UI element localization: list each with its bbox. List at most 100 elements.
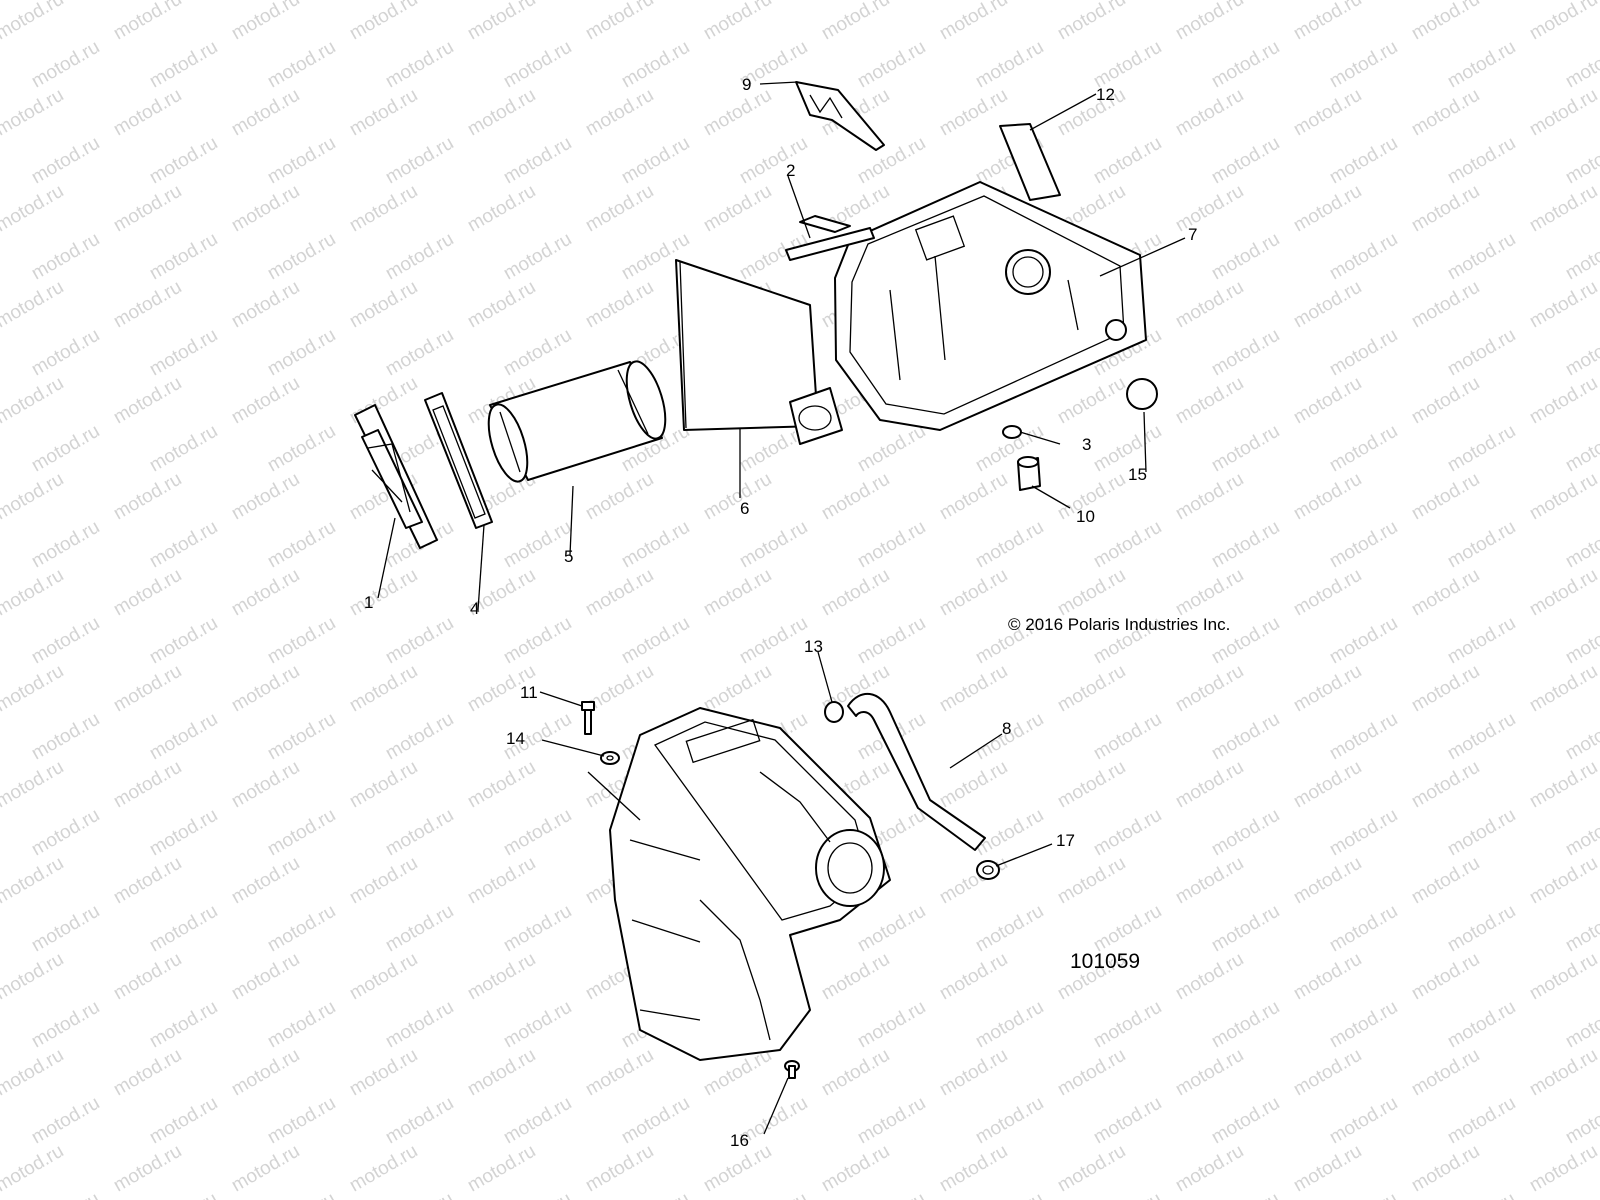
watermark-text: motod.ru xyxy=(346,661,421,717)
watermark-text: motod.ru xyxy=(464,853,539,909)
watermark-text: motod.ru xyxy=(264,997,339,1053)
watermark-text: motod.ru xyxy=(0,469,67,525)
watermark-text: motod.ru xyxy=(464,85,539,141)
watermark-text: motod.ru xyxy=(618,613,693,669)
watermark-text: motod.ru xyxy=(972,1093,1047,1149)
watermark-text: motod.ru xyxy=(854,1093,929,1149)
watermark-text: motod.ru xyxy=(228,373,303,429)
watermark-text: motod.ru xyxy=(936,853,1011,909)
watermark-text: motod.ru xyxy=(500,1189,575,1200)
part-12-foam-strip xyxy=(999,123,1061,201)
watermark-text: motod.ru xyxy=(0,853,67,909)
watermark-text: motod.ru xyxy=(1444,517,1519,573)
watermark-text: motod.ru xyxy=(264,133,339,189)
watermark-text: motod.ru xyxy=(936,1045,1011,1101)
watermark-text: motod.ru xyxy=(28,1093,103,1149)
watermark-text: motod.ru xyxy=(464,1141,539,1197)
watermark-text: motod.ru xyxy=(346,949,421,1005)
watermark-text: motod.ru xyxy=(146,517,221,573)
watermark-text: motod.ru xyxy=(464,0,539,44)
watermark-text: motod.ru xyxy=(28,37,103,93)
watermark-text: motod.ru xyxy=(0,373,67,429)
watermark-text: motod.ru xyxy=(1562,1093,1600,1149)
watermark-text: motod.ru xyxy=(1090,709,1165,765)
watermark-text: motod.ru xyxy=(1562,997,1600,1053)
watermark-text: motod.ru xyxy=(1290,277,1365,333)
watermark-text: motod.ru xyxy=(1172,373,1247,429)
watermark-text: motod.ru xyxy=(346,1045,421,1101)
callout-13: 13 xyxy=(804,637,823,656)
watermark-text: motod.ru xyxy=(700,469,775,525)
watermark-text: motod.ru xyxy=(1090,805,1165,861)
watermark-text: motod.ru xyxy=(264,901,339,957)
watermark-text: motod.ru xyxy=(1208,901,1283,957)
watermark-text: motod.ru xyxy=(464,757,539,813)
watermark-text: motod.ru xyxy=(1562,613,1600,669)
watermark-text: motod.ru xyxy=(28,517,103,573)
watermark-text: motod.ru xyxy=(146,325,221,381)
watermark-text: motod.ru xyxy=(936,0,1011,44)
watermark-text: motod.ru xyxy=(582,85,657,141)
watermark-text: motod.ru xyxy=(146,997,221,1053)
watermark-text: motod.ru xyxy=(1326,613,1401,669)
callout-10: 10 xyxy=(1076,507,1095,526)
watermark-text: motod.ru xyxy=(228,853,303,909)
watermark-text: motod.ru xyxy=(464,1045,539,1101)
watermark-text: motod.ru xyxy=(1408,0,1483,44)
watermark-text: motod.ru xyxy=(1326,997,1401,1053)
watermark-text: motod.ru xyxy=(28,901,103,957)
callout-4: 4 xyxy=(470,599,479,618)
watermark-text: motod.ru xyxy=(700,661,775,717)
watermark-text: motod.ru xyxy=(464,277,539,333)
watermark-text: motod.ru xyxy=(346,277,421,333)
watermark-text: motod.ru xyxy=(1054,1045,1129,1101)
watermark-text: motod.ru xyxy=(1054,757,1129,813)
watermark-text: motod.ru xyxy=(1172,277,1247,333)
watermark-text: motod.ru xyxy=(1172,565,1247,621)
watermark-text: motod.ru xyxy=(1562,421,1600,477)
watermark-text: motod.ru xyxy=(1562,901,1600,957)
watermark-text: motod.ru xyxy=(1290,565,1365,621)
watermark-text: motod.ru xyxy=(228,181,303,237)
watermark-text: motod.ru xyxy=(1172,85,1247,141)
watermark-text: motod.ru xyxy=(1208,37,1283,93)
watermark-text: motod.ru xyxy=(264,709,339,765)
watermark-text: motod.ru xyxy=(1408,949,1483,1005)
callout-17: 17 xyxy=(1056,831,1075,850)
watermark-text: motod.ru xyxy=(1444,709,1519,765)
watermark-text: motod.ru xyxy=(1526,565,1600,621)
watermark-text: motod.ru xyxy=(28,613,103,669)
watermark-text: motod.ru xyxy=(854,37,929,93)
watermark-text: motod.ru xyxy=(1526,277,1600,333)
watermark-text: motod.ru xyxy=(264,37,339,93)
watermark-text: motod.ru xyxy=(854,901,929,957)
watermark-text: motod.ru xyxy=(736,1189,811,1200)
watermark-text: motod.ru xyxy=(972,997,1047,1053)
leader-lines xyxy=(377,81,1186,1135)
watermark-text: motod.ru xyxy=(1290,949,1365,1005)
watermark-text: motod.ru xyxy=(0,661,67,717)
watermark-text: motod.ru xyxy=(228,0,303,44)
watermark-text: motod.ru xyxy=(854,997,929,1053)
watermark-text: motod.ru xyxy=(1444,325,1519,381)
watermark-text: motod.ru xyxy=(110,757,185,813)
watermark-text: motod.ru xyxy=(1526,373,1600,429)
watermark-text: motod.ru xyxy=(500,613,575,669)
watermark-text: motod.ru xyxy=(1526,469,1600,525)
watermark-text: motod.ru xyxy=(228,1045,303,1101)
watermark-text: motod.ru xyxy=(1408,181,1483,237)
watermark-text: motod.ru xyxy=(1172,181,1247,237)
watermark-text: motod.ru xyxy=(1172,0,1247,44)
callout-15: 15 xyxy=(1128,465,1147,484)
watermark-text: motod.ru xyxy=(110,373,185,429)
watermark-text: motod.ru xyxy=(972,1189,1047,1200)
watermark-text: motod.ru xyxy=(346,181,421,237)
watermark-text: motod.ru xyxy=(1054,373,1129,429)
part-17-hose-clamp xyxy=(976,860,1000,880)
watermark-text: motod.ru xyxy=(146,901,221,957)
watermark-text: motod.ru xyxy=(818,949,893,1005)
watermark-text: motod.ru xyxy=(1526,757,1600,813)
watermark-text: motod.ru xyxy=(936,1141,1011,1197)
callout-9: 9 xyxy=(742,75,751,94)
watermark-text: motod.ru xyxy=(1290,661,1365,717)
